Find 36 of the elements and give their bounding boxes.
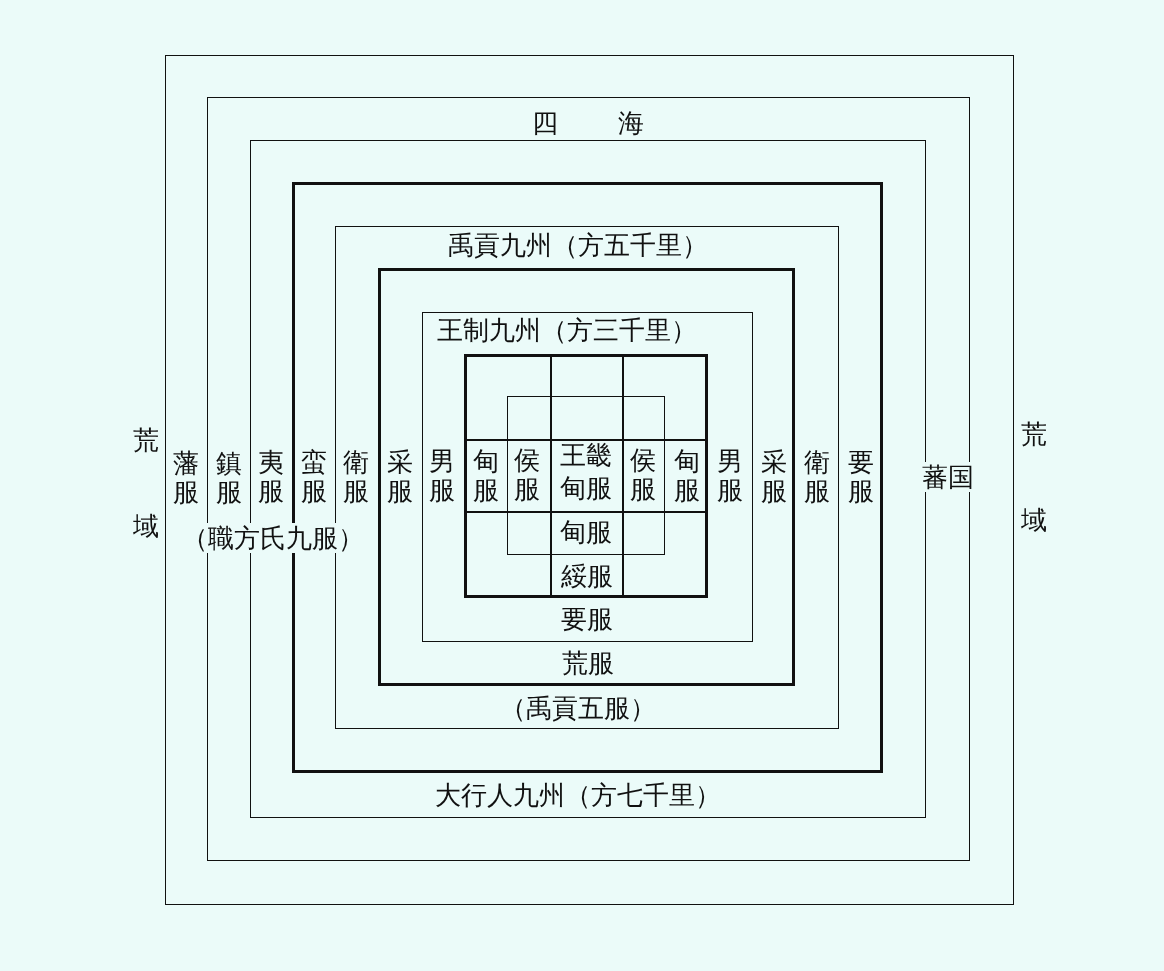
region-label: 大行人九州（方七千里）: [435, 782, 722, 809]
region-label: 侯服: [629, 446, 657, 505]
region-frame: [165, 55, 1014, 905]
region-label: 綏服: [560, 562, 613, 589]
region-label: 王制九州（方三千里）: [436, 316, 697, 343]
region-label: 男服: [716, 446, 744, 505]
region-label: 衛服: [803, 447, 831, 506]
region-label: 王畿: [560, 442, 613, 469]
region-label: 男服: [428, 446, 456, 505]
region-frame: [377, 267, 795, 686]
region-label: 侯服: [513, 446, 541, 505]
region-label: 采服: [760, 447, 788, 506]
region-label: 藩服: [172, 449, 200, 508]
region-label: 甸服: [560, 475, 613, 502]
region-label: 甸服: [472, 446, 500, 505]
region-label: 甸服: [673, 446, 701, 505]
region-label: 蕃国: [922, 462, 974, 492]
region-label: （禹貢五服）: [499, 694, 656, 721]
region-label: 衛服: [342, 447, 370, 506]
region-label: 甸服: [560, 519, 613, 546]
region-label: 蛮服: [300, 448, 328, 507]
region-label: 鎮服: [215, 448, 243, 507]
region-label: 要服: [847, 448, 875, 507]
region-frame: [421, 311, 753, 642]
region-frame: [207, 97, 971, 862]
region-label: 采服: [386, 447, 414, 506]
region-label: 荒域: [1020, 418, 1048, 537]
region-frame: [335, 226, 840, 730]
region-label: 夷服: [257, 448, 285, 507]
inner-square: [506, 395, 665, 555]
region-label: 要服: [560, 605, 613, 632]
region-label: 禹貢九州（方五千里）: [447, 231, 708, 258]
region-label: 四 海: [531, 109, 644, 136]
grid-box: [463, 353, 708, 598]
region-label: 荒域: [132, 424, 160, 543]
region-label: 荒服: [561, 649, 614, 676]
